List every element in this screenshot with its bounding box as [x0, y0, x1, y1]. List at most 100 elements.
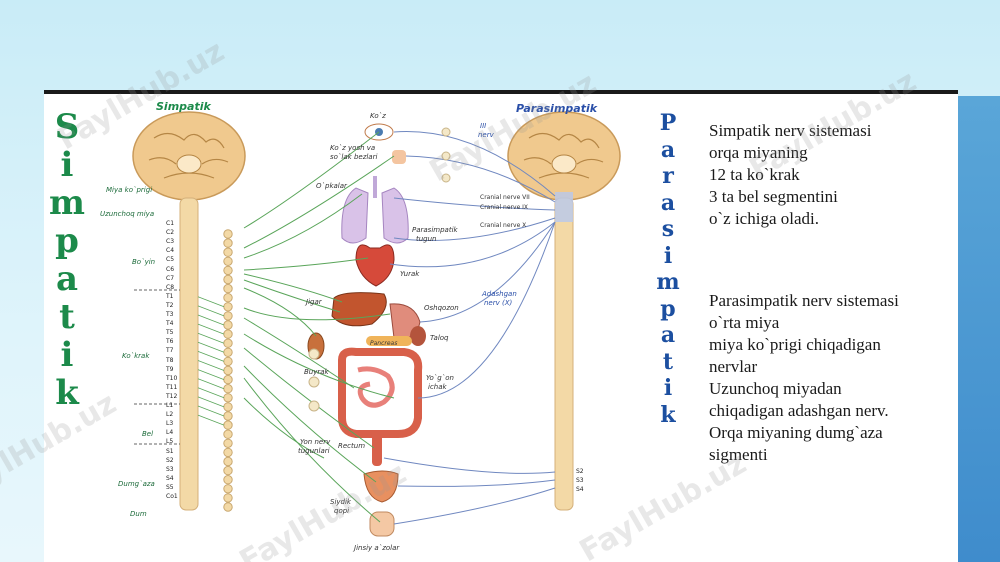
segment-label: T12 — [166, 392, 178, 400]
title-letter: a — [660, 189, 676, 216]
ramus-line — [197, 369, 225, 380]
chain-ganglion — [223, 365, 233, 376]
text-line: chiqadigan adashgan nerv. — [709, 401, 889, 420]
sacral-s2-label: S2 — [576, 468, 584, 475]
title-letter: r — [662, 163, 674, 189]
ramus-line — [197, 296, 225, 308]
parasympathetic-nerve-lines — [383, 131, 556, 525]
title-letter: s — [661, 216, 675, 242]
chain-ganglion — [223, 393, 233, 403]
chain-ganglion — [223, 256, 233, 267]
text-line: 3 ta bel segmentini — [709, 187, 838, 206]
dum-label: Dum — [130, 510, 147, 518]
pancreas-label: Pancreas — [370, 340, 398, 347]
segment-label: L1 — [166, 402, 174, 409]
yogon-label-1: Yo`g`on — [426, 374, 454, 382]
segment-label: L2 — [166, 411, 174, 419]
title-letter: t — [59, 297, 75, 337]
sacral-s4-label: S4 — [576, 486, 584, 493]
chain-ganglion — [223, 293, 233, 303]
chain-ganglion — [223, 475, 233, 485]
title-letter: k — [660, 401, 676, 428]
segment-label: T8 — [166, 356, 174, 364]
gland-icon — [392, 150, 406, 164]
segment-label: T10 — [166, 374, 178, 382]
koz-label: Ko`z — [370, 112, 386, 120]
segment-label: L5 — [166, 438, 174, 446]
title-letter: a — [55, 259, 79, 299]
segment-label: T11 — [166, 383, 178, 391]
segment-label: L4 — [166, 429, 174, 437]
left-brain-icon — [132, 111, 246, 201]
chain-ganglion — [223, 347, 233, 358]
segment-label: C2 — [166, 229, 175, 237]
chain-ganglion — [223, 493, 233, 503]
left-spinal-cord — [179, 197, 199, 511]
text-line: sigmenti — [709, 445, 768, 464]
chain-ganglion — [223, 465, 233, 476]
segment-label: T2 — [166, 301, 174, 309]
yogon-label-2: ichak — [428, 383, 447, 391]
segment-label: T5 — [166, 329, 174, 337]
title-letter: i — [663, 242, 673, 269]
koz-yosh-label: Ko`z yosh va — [330, 144, 376, 152]
ramus-line — [197, 341, 225, 353]
pancreas-icon — [366, 336, 412, 346]
parasimpatik-tugun-label-2: tugun — [416, 235, 437, 243]
text-line: o`rta miya — [709, 313, 780, 332]
chain-ganglion — [223, 374, 233, 385]
segment-label: C5 — [166, 256, 175, 264]
uzunchoq-miya-label: Uzunchoq miya — [100, 210, 155, 218]
title-letter: a — [660, 322, 676, 348]
lungs-icon — [341, 176, 409, 244]
chain-ganglion — [223, 238, 233, 248]
ramus-line — [197, 305, 225, 317]
chain-ganglion — [223, 274, 233, 285]
ramus-line — [197, 332, 225, 344]
segment-label: L3 — [166, 420, 174, 428]
simpatik-heading: Simpatik — [156, 100, 211, 113]
cranial-vii-label: Cranial nerve VII — [480, 194, 530, 201]
ramus-line — [197, 314, 225, 326]
yon-nerv-label-1: Yon nerv — [300, 438, 331, 446]
text-line: miya ko`prigi chiqadigan — [709, 335, 881, 354]
spleen-icon — [410, 326, 426, 346]
sympathetic-chain — [197, 229, 233, 512]
ramus-line — [197, 378, 225, 390]
miya-koprigi-label: Miya ko`prigi — [106, 186, 153, 194]
right-brain-icon — [507, 111, 621, 201]
cranial-ix-label: Cranial nerve IX — [480, 204, 529, 211]
chain-ganglion — [223, 338, 233, 348]
chain-ganglion — [223, 402, 233, 412]
right-spinal-cord — [554, 197, 574, 511]
segment-label: C8 — [166, 283, 175, 291]
text-line: o`z ichiga oladi. — [709, 209, 819, 228]
ramus-line — [197, 405, 225, 417]
title-letter: i — [60, 335, 74, 375]
brainstem-highlight — [555, 192, 573, 222]
chain-ganglion — [223, 311, 233, 321]
chain-ganglion — [223, 229, 233, 239]
segment-label: S1 — [166, 447, 174, 455]
ramus-line — [197, 414, 225, 426]
chain-ganglion — [223, 420, 233, 430]
siydik-label-2: qopi — [334, 507, 350, 515]
ramus-line — [197, 396, 225, 408]
title-letter: i — [663, 375, 673, 401]
chain-ganglion — [223, 320, 233, 330]
chain-ganglion — [223, 247, 233, 257]
rectum-label: Rectum — [338, 442, 366, 450]
chain-ganglion — [223, 447, 233, 458]
title-letter: m — [49, 183, 85, 223]
text-line: Orqa miyaning dumg`aza — [709, 423, 883, 442]
segment-label: S4 — [166, 474, 174, 482]
text-line: 12 ta ko`krak — [709, 165, 800, 184]
chain-ganglion — [223, 265, 233, 276]
text-line: Uzunchoq miyadan — [709, 379, 842, 398]
segment-label: T3 — [166, 311, 174, 318]
right-accent-band — [958, 96, 1000, 562]
